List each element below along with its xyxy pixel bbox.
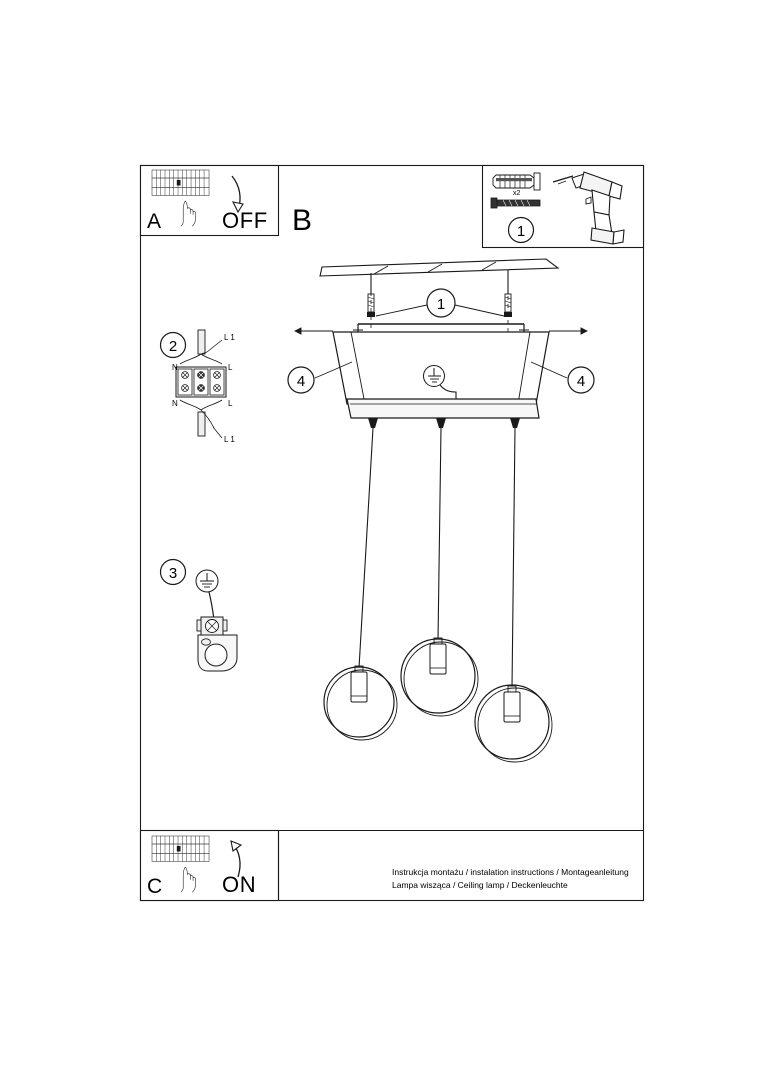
terminal-label-l1-top: L 1	[224, 333, 235, 342]
screw-icon	[490, 197, 541, 209]
terminal-label-l-bottom: L	[228, 399, 233, 408]
panel-c-letter: C	[147, 875, 163, 898]
callout-canopy-right-label: 4	[577, 373, 585, 390]
panel-a-letter: A	[147, 210, 162, 233]
callout-step-one-label: 1	[517, 223, 525, 240]
panel-step-one: 1	[481, 164, 645, 249]
panel-c-action-label: ON	[222, 872, 257, 897]
parts-quantity-label: x2	[513, 190, 521, 197]
pendant-right	[474, 427, 553, 763]
canopy-width-arrows	[293, 327, 589, 335]
fuse-box-icon-c	[151, 835, 210, 862]
panel-c	[139, 829, 644, 902]
arrow-up-icon	[230, 840, 243, 878]
callout-canopy-left-label: 4	[297, 373, 305, 390]
ground-terminal-icon	[196, 616, 238, 672]
wall-plug-icon	[492, 172, 541, 191]
drill-icon	[552, 171, 625, 245]
earth-ground-symbol-icon	[195, 569, 219, 593]
panel-a-action-label: OFF	[222, 208, 268, 233]
callout-assembly-screws-label: 1	[437, 296, 445, 313]
terminal-label-l1-bottom: L 1	[224, 435, 235, 444]
pendant-left	[323, 427, 398, 741]
terminal-label-l-top: L	[228, 363, 233, 372]
cable-grommets	[368, 418, 520, 428]
terminal-label-n-top: N	[172, 363, 178, 372]
terminal-screws	[181, 371, 221, 392]
callout-step-three: 3	[159, 558, 187, 586]
terminal-label-n-bottom: N	[172, 399, 178, 408]
sheet-frame	[139, 164, 645, 902]
canopy-base-plate	[346, 398, 540, 419]
pendant-middle	[400, 427, 479, 717]
panel-b-letter: B	[292, 204, 313, 237]
main-assembly: 1	[287, 258, 595, 763]
step-two-group: 2	[159, 329, 227, 439]
ceiling-slab	[319, 258, 560, 277]
callout-step-one: 1	[507, 216, 535, 244]
panel-a	[139, 164, 280, 237]
callout-step-three-label: 3	[169, 565, 177, 582]
callout-canopy-left: 4	[287, 361, 353, 394]
mounting-bracket	[353, 323, 529, 332]
callout-step-two-label: 2	[169, 338, 177, 355]
caption-line-2: Lampa wisząca / Ceiling lamp / Deckenleu…	[392, 880, 568, 890]
arrow-down-icon	[231, 175, 244, 214]
callout-step-two: 2	[159, 331, 187, 359]
fuse-box-icon	[151, 169, 210, 196]
caption-line-1: Instrukcja montażu / instalation instruc…	[392, 867, 629, 877]
step-three-group: 3	[159, 558, 238, 672]
callout-assembly-screws: 1	[375, 288, 505, 318]
callout-canopy-right: 4	[530, 361, 595, 394]
mounting-screw-right	[504, 270, 512, 317]
